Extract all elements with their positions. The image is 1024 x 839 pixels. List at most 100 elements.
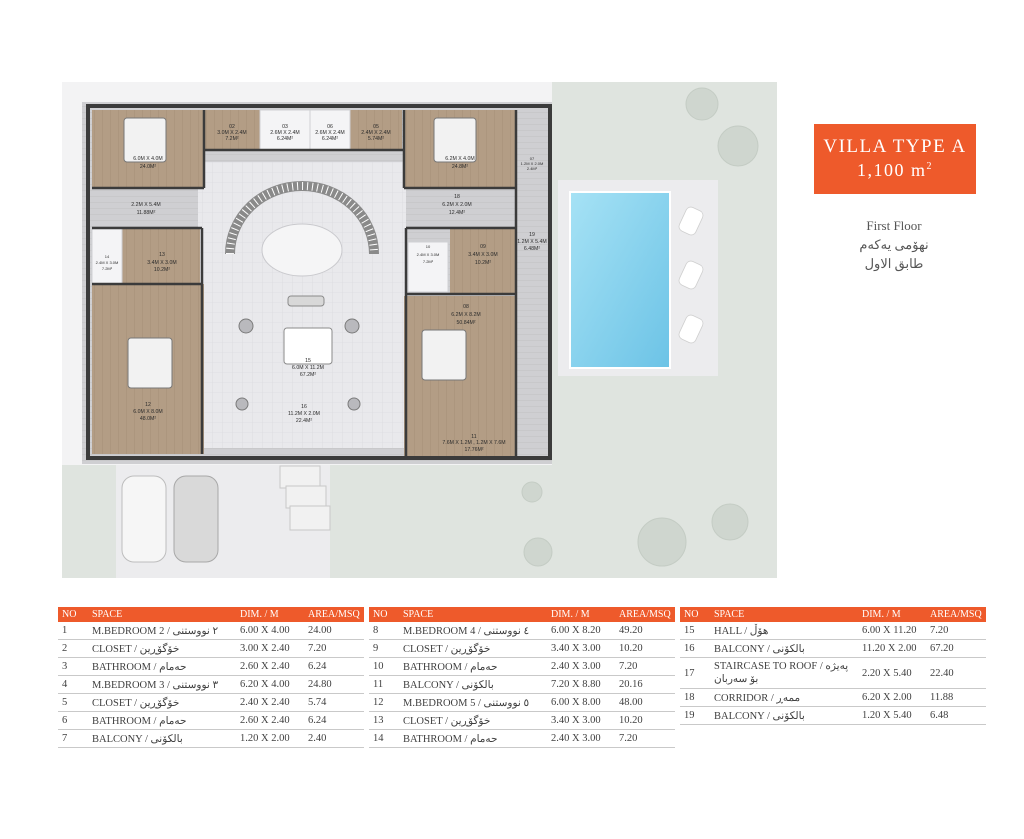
room-no-03: 03 <box>282 124 288 130</box>
svg-text:6.0M X 11.2M: 6.0M X 11.2M <box>292 365 324 371</box>
room-area-03: 6.24M² <box>277 136 293 142</box>
cell-dim: 6.00 X 8.20 <box>547 622 615 640</box>
cell-space: M.BEDROOM 3 / ٣ نووستنی <box>88 675 236 694</box>
svg-text:6.24M²: 6.24M² <box>322 136 338 142</box>
room-area-09: 10.2M² <box>475 260 491 266</box>
svg-text:6.2M X 4.0M: 6.2M X 4.0M <box>445 156 474 162</box>
room-area-02: 7.2M² <box>225 136 239 142</box>
room-no-06: 06 <box>327 124 333 130</box>
cell-area: 7.20 <box>304 639 364 658</box>
room-area-15: 67.2M² <box>300 372 316 378</box>
cell-no: 16 <box>680 639 710 658</box>
svg-text:10: 10 <box>426 244 431 249</box>
cell-dim: 6.00 X 8.00 <box>547 693 615 712</box>
cell-no: 13 <box>369 711 399 730</box>
room-no-02: 02 <box>229 124 235 130</box>
room-area-08: 50.84M² <box>456 320 475 326</box>
cell-space: BATHROOM / حەمام <box>399 729 547 748</box>
cell-dim: 1.20 X 2.00 <box>236 729 304 748</box>
cell-dim: 2.40 X 3.00 <box>547 729 615 748</box>
svg-text:3.0M X 2.4M: 3.0M X 2.4M <box>217 130 246 136</box>
cell-no: 12 <box>369 693 399 712</box>
cell-space: BATHROOM / حەمام <box>88 657 236 676</box>
cell-dim: 1.20 X 5.40 <box>858 706 926 725</box>
cell-dim: 6.20 X 4.00 <box>236 675 304 694</box>
room-area-18: 12.4M² <box>449 210 465 216</box>
room-area-14: 7.2M² <box>102 266 113 271</box>
svg-text:2.4M X 2.4M: 2.4M X 2.4M <box>361 130 390 136</box>
cell-no: 6 <box>58 711 88 730</box>
cell-space: CLOSET / خۆگۆڕین <box>399 639 547 658</box>
cell-no: 4 <box>58 675 88 694</box>
svg-text:6.2M X 8.2M: 6.2M X 8.2M <box>451 312 480 318</box>
svg-text:6.0M X 8.0M: 6.0M X 8.0M <box>133 409 162 415</box>
cell-space: BALCONY / بالکۆنی <box>399 675 547 694</box>
room-label-11: 7.6M X 1.2M , 1.2M X 7.6M <box>442 440 505 446</box>
cell-dim: 3.40 X 3.00 <box>547 639 615 658</box>
room-area-07: 2.4M² <box>527 166 538 171</box>
room-label-05: 2.4M X 2.4M <box>361 130 390 136</box>
room-area-13: 10.2M² <box>154 267 170 273</box>
svg-text:11.2M X 2.0M: 11.2M X 2.0M <box>288 411 320 417</box>
svg-text:2.6M X 2.4M: 2.6M X 2.4M <box>270 130 299 136</box>
floor-label-en: First Floor <box>866 218 922 233</box>
svg-text:18: 18 <box>454 194 460 200</box>
room-no-07: 07 <box>530 156 535 161</box>
cell-space: M.BEDROOM 2 / ٢ نووستنی <box>88 622 236 640</box>
cell-no: 17 <box>680 657 710 689</box>
cell-space: CLOSET / خۆگۆڕین <box>88 639 236 658</box>
svg-text:6.24M²: 6.24M² <box>277 136 293 142</box>
cell-area: 24.80 <box>304 675 364 694</box>
cell-dim: 6.00 X 11.20 <box>858 622 926 640</box>
room-label-08: 6.2M X 8.2M <box>451 312 480 318</box>
cell-area: 20.16 <box>615 675 675 694</box>
svg-text:13: 13 <box>159 252 165 258</box>
svg-text:05: 05 <box>373 124 379 130</box>
cell-area: 6.24 <box>304 657 364 676</box>
cell-no: 8 <box>369 622 399 640</box>
floor-label-ar: طابق الاول <box>864 256 924 271</box>
room-label-06: 2.6M X 2.4M <box>315 130 344 136</box>
svg-text:2.6M X 2.4M: 2.6M X 2.4M <box>315 130 344 136</box>
svg-text:11.88M²: 11.88M² <box>137 210 156 216</box>
cell-space: CLOSET / خۆگۆڕین <box>399 711 547 730</box>
svg-text:11: 11 <box>471 434 476 440</box>
svg-text:6.48M²: 6.48M² <box>524 246 540 252</box>
cell-area: 22.40 <box>926 657 986 689</box>
svg-text:12.4M²: 12.4M² <box>449 210 465 216</box>
room-label-02: 3.0M X 2.4M <box>217 130 246 136</box>
cell-dim: 2.60 X 2.40 <box>236 711 304 730</box>
cell-area: 49.20 <box>615 622 675 640</box>
svg-text:14: 14 <box>105 254 110 259</box>
room-area-16: 22.4M² <box>296 418 312 424</box>
cell-area: 7.20 <box>926 622 986 640</box>
svg-text:19: 19 <box>529 232 535 238</box>
cell-space: HALL / هۆڵ <box>710 622 858 640</box>
svg-text:5.74M²: 5.74M² <box>368 136 384 142</box>
cell-dim: 2.40 X 2.40 <box>236 693 304 712</box>
cell-area: 7.20 <box>615 657 675 676</box>
cell-area: 11.88 <box>926 688 986 707</box>
room-no-05: 05 <box>373 124 379 130</box>
svg-text:10.2M²: 10.2M² <box>154 267 170 273</box>
svg-text:22.4M²: 22.4M² <box>296 418 312 424</box>
cell-dim: 6.20 X 2.00 <box>858 688 926 707</box>
svg-text:3.4M X 3.0M: 3.4M X 3.0M <box>147 260 176 266</box>
svg-text:1.2M X 5.4M: 1.2M X 5.4M <box>517 239 546 245</box>
cell-area: 10.20 <box>615 711 675 730</box>
room-no-13: 13 <box>159 252 165 258</box>
cell-dim: 7.20 X 8.80 <box>547 675 615 694</box>
svg-text:12: 12 <box>145 402 151 408</box>
svg-text:2.4M X 3.0M: 2.4M X 3.0M <box>417 252 440 257</box>
